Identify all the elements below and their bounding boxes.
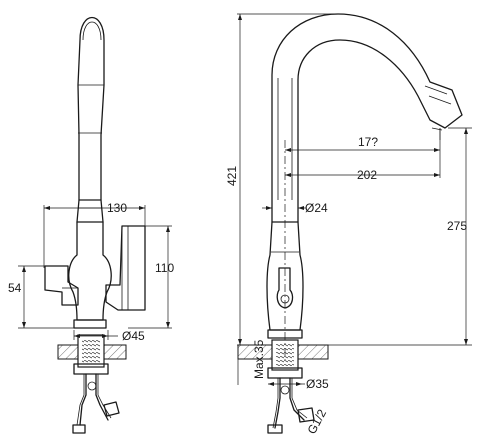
dim-front-lever-height: 54	[8, 281, 22, 295]
front-right-lever	[105, 225, 146, 311]
front-spout	[77, 16, 105, 201]
front-view: 130 110 54 Ø45	[8, 16, 174, 434]
dim-side-spout-rotation: 17?	[358, 135, 378, 149]
front-left-lever	[44, 265, 79, 306]
label-side-thread: G1/2	[305, 407, 330, 437]
dim-front-height: 110	[155, 261, 174, 275]
dim-side-max-thickness: Max.35	[252, 339, 266, 379]
dim-side-neck-diameter: Ø24	[305, 201, 328, 215]
dim-side-spout-height: 275	[447, 219, 467, 233]
dim-side-thread-diameter: Ø35	[306, 377, 329, 391]
dim-side-spout-reach: 202	[357, 168, 377, 182]
dim-front-width: 130	[107, 201, 127, 215]
dim-side-total-height: 421	[225, 166, 239, 186]
side-gooseneck-spout	[271, 13, 463, 223]
side-view: 421 17? 202 Ø24 275 Max.35	[225, 13, 472, 437]
dim-front-base-diameter: Ø45	[122, 329, 145, 343]
